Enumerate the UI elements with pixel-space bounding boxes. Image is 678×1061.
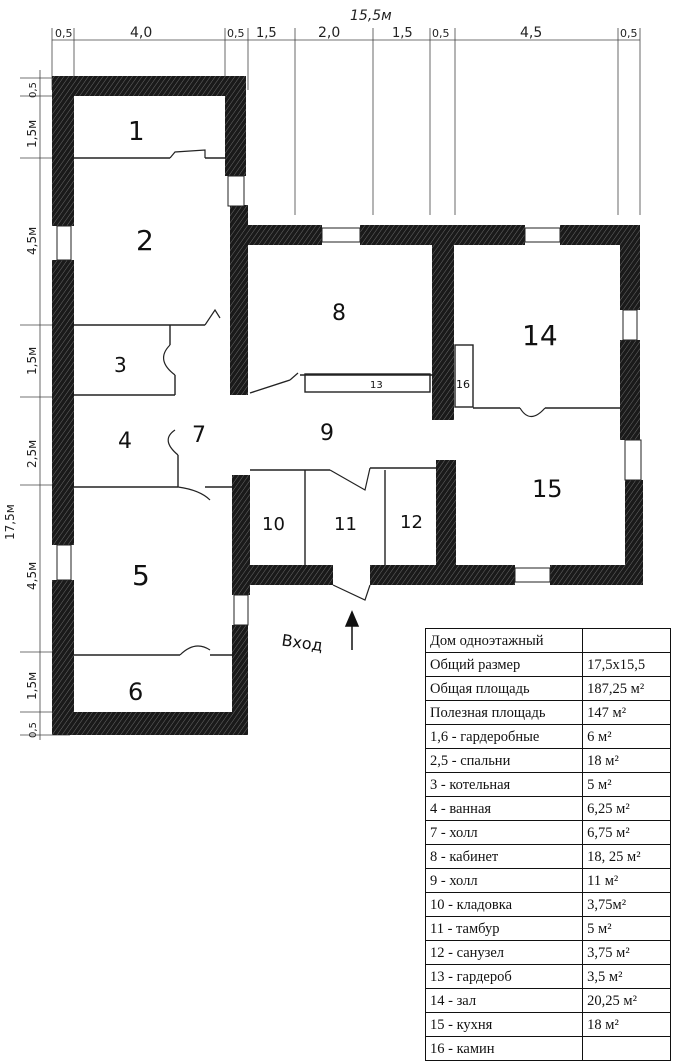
legend-room: Полезная площадь: [424, 700, 584, 725]
dimension-top-6: 0,5: [432, 27, 450, 40]
entrance-label: Вход: [281, 631, 325, 656]
dimension-left-6: 1,5м: [25, 672, 39, 700]
legend-room: 10 - кладовка: [424, 892, 584, 917]
legend-room: 8 - кабинет: [424, 844, 584, 869]
dimension-left-7: 0,5: [28, 722, 39, 738]
entrance-arrow: [344, 610, 360, 650]
legend-area: 17,5х15,5: [582, 652, 671, 677]
legend-area: 3,75 м²: [582, 940, 671, 965]
room-number-9: 9: [320, 421, 334, 446]
legend-room: 7 - холл: [424, 820, 584, 845]
legend-area: [582, 628, 671, 653]
legend-room: Общая площадь: [424, 676, 584, 701]
legend-area: 5 м²: [582, 916, 671, 941]
dimension-left-labels: 0,5 1,5м 4,5м 1,5м 2,5м 17,5м 4,5м 1,5м …: [3, 82, 39, 738]
legend-room: 4 - ванная: [424, 796, 584, 821]
dimension-top-3: 1,5: [256, 26, 277, 41]
legend-area: 18 м²: [582, 748, 671, 773]
room-number-5: 5: [132, 559, 150, 592]
dimension-left-1: 1,5м: [25, 120, 39, 148]
room-labels: 1 2 3 4 5 6 7 8 9 10 11 12 13 14 15 16: [114, 117, 563, 706]
legend-room: 9 - холл: [424, 868, 584, 893]
legend-room: 15 - кухня: [424, 1012, 584, 1037]
legend-area: [582, 1036, 671, 1061]
legend-room: 11 - тамбур: [424, 916, 584, 941]
dimension-left-3: 1,5м: [25, 347, 39, 375]
room-number-13: 13: [370, 380, 383, 391]
room-number-2: 2: [136, 224, 154, 257]
room-number-1: 1: [128, 117, 145, 147]
legend-area: 6,75 м²: [582, 820, 671, 845]
dimension-left-0: 0,5: [28, 82, 39, 98]
dimension-total-width: 15,5м: [350, 8, 392, 24]
floor-plan: 15,5м 0,5 4,0 0,5 1,5 2,0 1,5 0,5 4,5 0,…: [3, 8, 643, 740]
dimension-left-5: 4,5м: [25, 562, 39, 590]
legend-room: Дом одноэтажный: [424, 628, 584, 653]
legend-row: Дом одноэтажный: [424, 628, 671, 653]
legend-area: 20,25 м²: [582, 988, 671, 1013]
partitions: [74, 157, 620, 656]
legend-room: 12 - санузел: [424, 940, 584, 965]
room-number-10: 10: [262, 514, 285, 535]
room-number-12: 12: [400, 512, 423, 533]
room-number-7: 7: [192, 423, 206, 448]
legend-room: 2,5 - спальни: [424, 748, 584, 773]
legend-area: 5 м²: [582, 772, 671, 797]
legend-area: 6,25 м²: [582, 796, 671, 821]
legend-area: 18, 25 м²: [582, 844, 671, 869]
legend-room: 13 - гардероб: [424, 964, 584, 989]
legend-room: Общий размер: [424, 652, 584, 677]
legend-area: 147 м²: [582, 700, 671, 725]
legend-room: 16 - камин: [424, 1036, 584, 1061]
legend-area: 3,75м²: [582, 892, 671, 917]
room-number-8: 8: [332, 301, 346, 326]
walls: [52, 76, 643, 735]
legend-room: 3 - котельная: [424, 772, 584, 797]
legend-area: 18 м²: [582, 1012, 671, 1037]
legend-area: 187,25 м²: [582, 676, 671, 701]
dimension-left-4: 2,5м: [25, 440, 39, 468]
dimension-left-2: 4,5м: [25, 227, 39, 255]
room-number-16: 16: [456, 378, 470, 391]
legend-room: 14 - зал: [424, 988, 584, 1013]
dimension-top-0: 0,5: [55, 27, 73, 40]
dimension-top-5: 1,5: [392, 26, 413, 41]
legend-room: 1,6 - гардеробные: [424, 724, 584, 749]
dimension-top-4: 2,0: [318, 25, 340, 41]
legend-area: 3,5 м²: [582, 964, 671, 989]
windows: [56, 175, 642, 626]
legend-area: 6 м²: [582, 724, 671, 749]
dimension-top-2: 0,5: [227, 27, 245, 40]
room-number-4: 4: [118, 429, 132, 454]
legend-row: 16 - камин: [424, 1036, 671, 1061]
room-number-14: 14: [522, 319, 558, 352]
room-number-11: 11: [334, 514, 357, 535]
dimension-top-8: 0,5: [620, 27, 638, 40]
room-number-15: 15: [532, 475, 563, 503]
dimension-total-height: 17,5м: [3, 504, 17, 540]
dimension-top-7: 4,5: [520, 25, 542, 41]
room-number-6: 6: [128, 678, 143, 706]
legend-area: 11 м²: [582, 868, 671, 893]
dimension-top-1: 4,0: [130, 25, 152, 41]
doors: [163, 149, 546, 656]
room-number-3: 3: [114, 353, 127, 377]
